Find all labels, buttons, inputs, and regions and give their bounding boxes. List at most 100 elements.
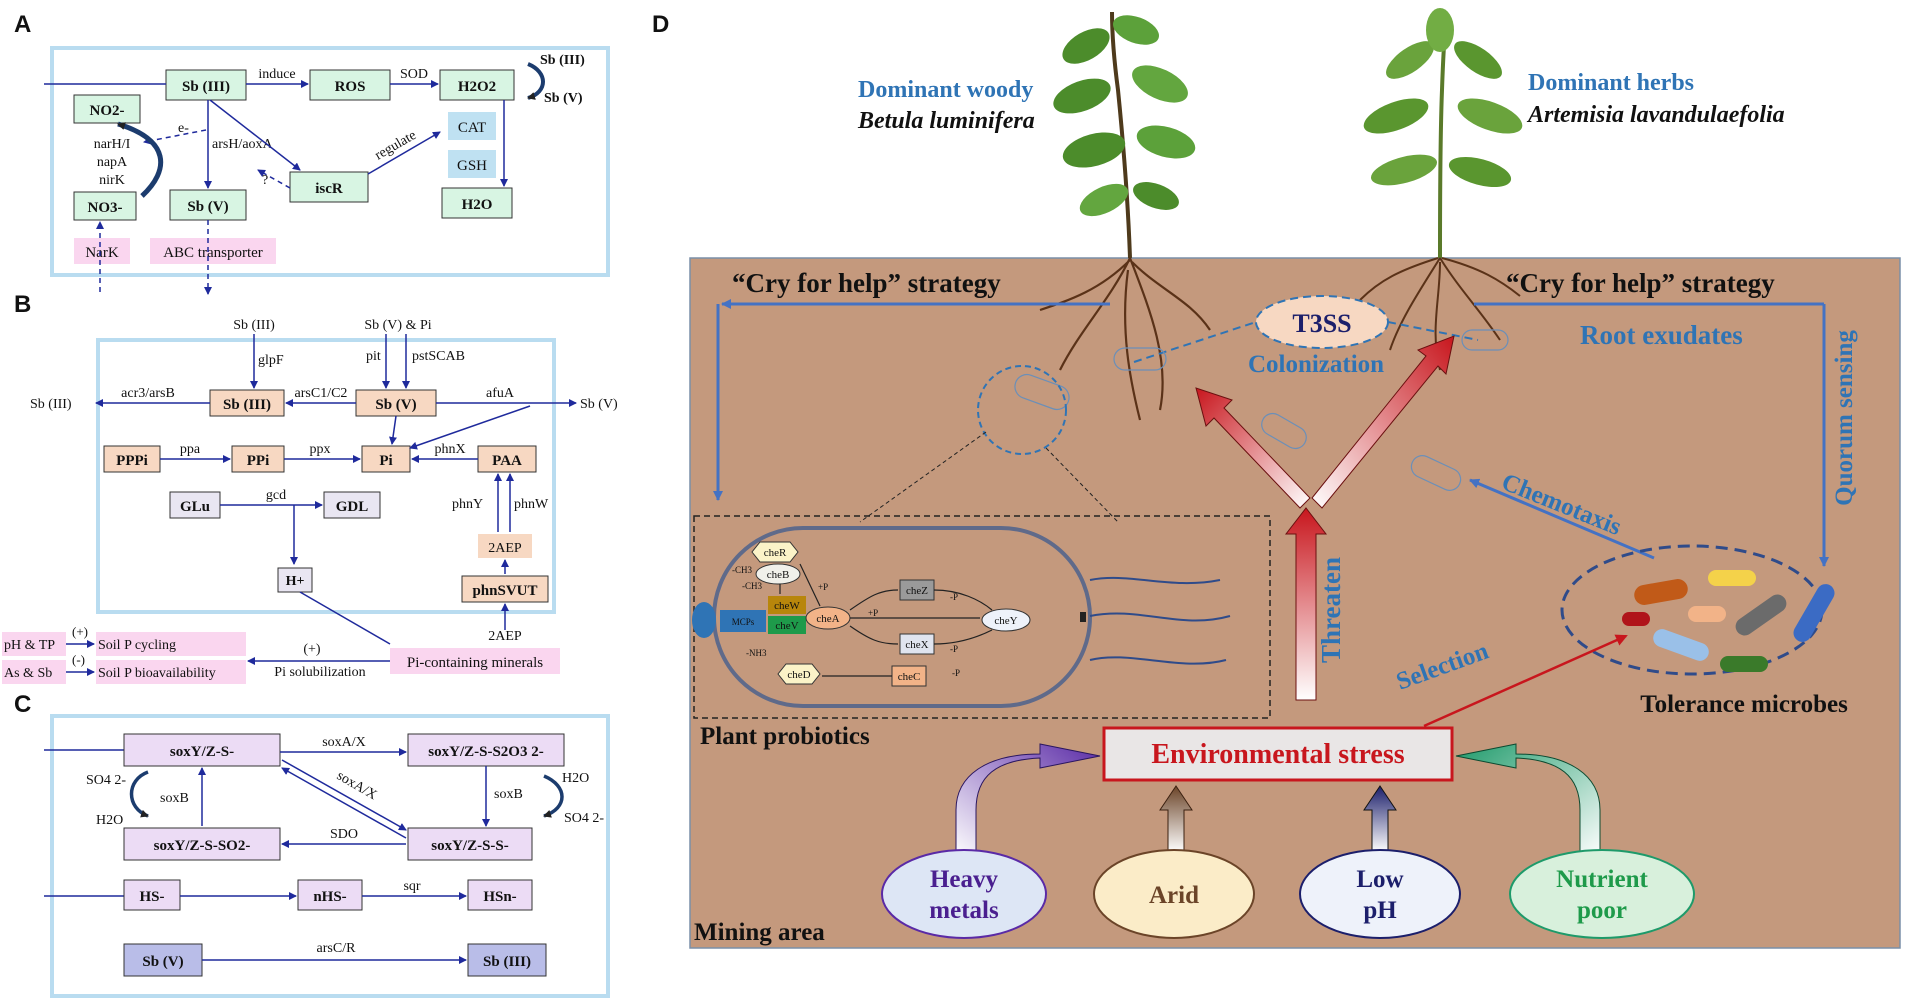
d-heavy2: metals [929, 897, 999, 924]
a-iscr-dashed [257, 169, 291, 189]
d-quorum: Quorum sensing [1831, 330, 1858, 506]
b-glu: GLu [180, 499, 210, 515]
d-zoom-line-right [1045, 447, 1119, 523]
b-afua: afuA [486, 386, 515, 401]
b-phnsvut-box [461, 575, 549, 603]
c-soxb: soxB [160, 791, 189, 806]
d-arid: Arid [1149, 882, 1199, 909]
c-soxyzs2o3: soxY/Z-S-S2O3 2- [428, 744, 543, 760]
no2-label: NO2- [90, 103, 125, 119]
d-che-network: MCPs cheR cheB cheW cheV cheA cheZ cheX … [692, 541, 1031, 687]
panel-a-letter: A [14, 11, 31, 38]
b-sb3-top: Sb (III) [233, 318, 275, 333]
b-2aep-box [478, 534, 532, 558]
b-plus2: (+) [303, 642, 321, 657]
d-threaten-arrow [1284, 507, 1328, 701]
abc-box [150, 238, 276, 264]
b-pit: pit [366, 349, 381, 364]
c-sb3: Sb (III) [483, 954, 531, 970]
b-ppi-box [231, 445, 285, 473]
d-cry1: “Cry for help” strategy [732, 268, 1001, 298]
d-arid-arrow [1159, 785, 1193, 853]
a-nirk: nirK [99, 173, 125, 188]
d-cher: cheR [764, 547, 787, 559]
b-soilpb: Soil P bioavailability [98, 666, 216, 681]
d-colon-line-left [1133, 321, 1257, 363]
b-picm: Pi-containing minerals [407, 655, 543, 671]
b-phny: phnY [452, 497, 483, 512]
c-soxyzss-box [407, 827, 533, 861]
d-chez: cheZ [906, 585, 928, 597]
a-sod: SOD [400, 67, 428, 82]
b-sb3: Sb (III) [223, 397, 271, 413]
d-microbes [1622, 570, 1835, 672]
gsh-label: GSH [457, 158, 487, 174]
b-h: H+ [286, 574, 305, 589]
b-ppi: PPi [247, 453, 270, 469]
d-p3: +P [868, 608, 878, 618]
d-lowph-ellipse [1299, 849, 1461, 939]
d-heavy-arrow [955, 743, 1101, 859]
d-nutrient-ellipse [1509, 849, 1695, 939]
b-ppa: ppa [180, 442, 201, 457]
b-assb: As & Sb [4, 666, 52, 681]
d-probiotics: Plant probiotics [700, 723, 870, 750]
a-arsh: arsH/aoxA [212, 137, 274, 152]
b-arsc: arsC1/C2 [295, 386, 348, 401]
b-phnw: phnW [514, 497, 549, 512]
c-soxax2-arrow2 [281, 767, 407, 839]
cat-label: CAT [458, 120, 486, 136]
d-envstress-box [1102, 726, 1454, 782]
c-sb5: Sb (V) [142, 954, 183, 970]
b-gcd: gcd [266, 488, 286, 503]
b-picm-box [390, 648, 560, 674]
b-phtp-box [2, 632, 66, 656]
panel-c: C soxY/Z-S- soxY/Z-S-S2O3 2- soxA/X soxB… [14, 691, 610, 998]
c-soxax2-arrow1 [281, 759, 407, 831]
b-sb3-box [209, 389, 285, 417]
d-rootex: Root exudates [1580, 320, 1743, 350]
d-low2: pH [1363, 897, 1397, 924]
c-so4-r: SO4 2- [564, 811, 604, 826]
d-envstress: Environmental stress [1151, 739, 1404, 770]
d-lowph-arrow [1363, 785, 1397, 853]
b-pisol: Pi solubilization [274, 665, 365, 680]
a-sb5-right: Sb (V) [544, 91, 583, 106]
sb3-label: Sb (III) [182, 79, 230, 95]
d-chev: cheV [775, 620, 798, 632]
d-chew: cheW [774, 600, 800, 612]
c-hs-box [123, 879, 181, 911]
c-sb5-box [123, 943, 203, 977]
b-glpf: glpF [258, 353, 284, 368]
b-gdl-box [323, 491, 381, 519]
no3-box [73, 191, 137, 221]
d-nh3: -NH3 [746, 648, 767, 658]
d-nut1: Nutrient [1556, 866, 1648, 893]
d-nut2: poor [1577, 897, 1627, 924]
b-sb3-left: Sb (III) [30, 397, 72, 412]
a-sb-cycle-arrow [527, 62, 545, 100]
cat-box [448, 112, 496, 140]
c-h2o-r: H2O [562, 771, 589, 786]
c-soxyzs2o3-box [407, 733, 565, 767]
panel-d-letter: D [652, 11, 669, 38]
a-sb3-right: Sb (III) [540, 53, 585, 68]
c-nhs: nHS- [313, 889, 346, 905]
d-zoom-circle [977, 365, 1067, 455]
c-soxyz: soxY/Z-S- [170, 744, 234, 760]
d-arid-ellipse [1093, 849, 1255, 939]
a-question: ? [262, 173, 268, 188]
ros-label: ROS [335, 79, 366, 95]
d-colon-line-right [1387, 321, 1479, 341]
b-glu-box [169, 491, 221, 519]
c-sdo: SDO [330, 827, 358, 842]
d-chec: cheC [898, 671, 921, 683]
ros-box [309, 69, 391, 101]
no3-label: NO3- [88, 200, 123, 216]
nark-box [74, 238, 130, 264]
d-low1: Low [1356, 866, 1403, 893]
panel-a: A Sb (III) ROS H2O2 CAT GSH H2O NO2- NO3… [14, 11, 610, 295]
b-gdl: GDL [336, 499, 369, 515]
d-motor [1080, 612, 1086, 622]
